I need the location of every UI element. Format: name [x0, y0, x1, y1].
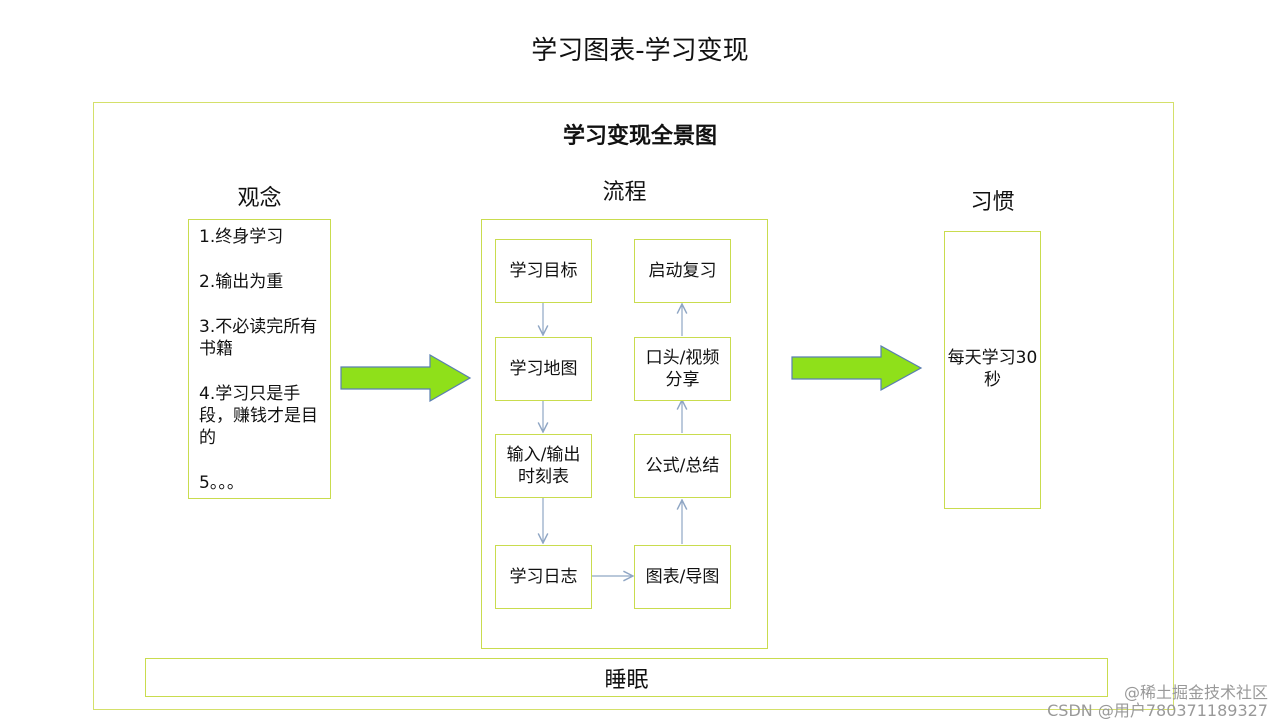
- watermark-line-1: @稀土掘金技术社区: [1123, 683, 1268, 702]
- concepts-box: 1.终身学习 2.输出为重 3.不必读完所有书籍 4.学习只是手段，赚钱才是目的…: [188, 219, 331, 499]
- watermark: @稀土掘金技术社区 CSDN @用户780371189327: [1047, 684, 1268, 720]
- step-io-schedule: 输入/输出时刻表: [495, 434, 592, 498]
- arrow-concepts-to-process: [340, 354, 472, 402]
- sleep-box: 睡眠: [145, 658, 1108, 697]
- step-chart-mindmap: 图表/导图: [634, 545, 731, 609]
- step-learning-goal: 学习目标: [495, 239, 592, 303]
- process-connectors: [481, 219, 768, 649]
- concept-item: 3.不必读完所有书籍: [199, 317, 318, 359]
- arrow-process-to-habits: [791, 345, 923, 392]
- step-start-review: 启动复习: [634, 239, 731, 303]
- step-learning-map: 学习地图: [495, 337, 592, 401]
- habits-box: 每天学习30秒: [944, 231, 1041, 509]
- watermark-line-2: CSDN @用户780371189327: [1047, 701, 1268, 720]
- page-title: 学习图表-学习变现: [531, 36, 749, 66]
- concepts-heading: 观念: [237, 186, 282, 211]
- concept-item: 2.输出为重: [199, 272, 284, 292]
- step-share: 口头/视频分享: [634, 337, 731, 401]
- process-heading: 流程: [602, 180, 647, 205]
- concept-item: 4.学习只是手段，赚钱才是目的: [199, 384, 318, 448]
- step-formula-summary: 公式/总结: [634, 434, 731, 498]
- step-learning-log: 学习日志: [495, 545, 592, 609]
- concept-item: 1.终身学习: [199, 227, 284, 247]
- concept-item: 5。。。: [199, 473, 244, 493]
- diagram-title: 学习变现全景图: [562, 124, 717, 149]
- diagram-frame: [93, 102, 1174, 710]
- habits-heading: 习惯: [970, 190, 1015, 215]
